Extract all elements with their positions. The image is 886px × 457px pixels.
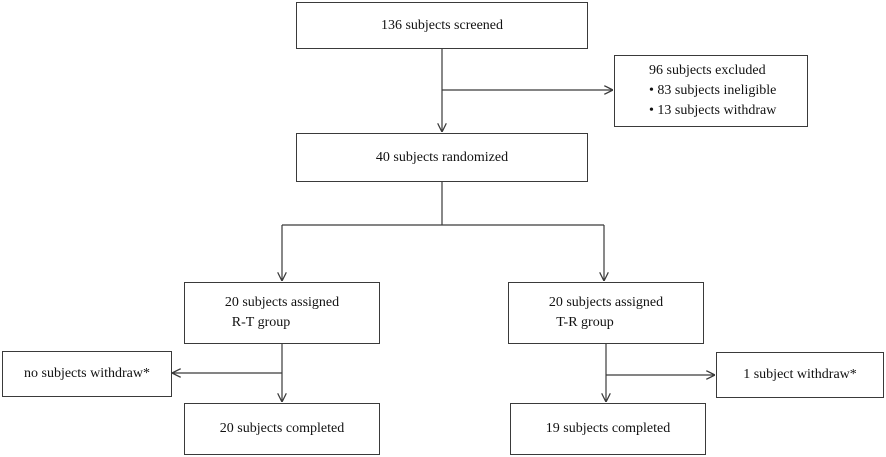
rt-group-line1: 20 subjects assigned — [224, 295, 340, 310]
screened-box: 136 subjects screened — [296, 2, 588, 49]
tr-group-box: 20 subjects assigned T-R group — [508, 282, 704, 344]
randomized-label: 40 subjects randomized — [375, 149, 509, 165]
screened-label: 136 subjects screened — [380, 17, 504, 33]
tr-completed-label: 19 subjects completed — [545, 421, 671, 436]
tr-completed-box: 19 subjects completed — [510, 403, 706, 455]
tr-group-line2: T-R group — [556, 315, 614, 330]
tr-withdraw-box: 1 subject withdraw* — [716, 352, 884, 398]
excluded-item-withdraw: 13 subjects withdraw — [649, 101, 776, 121]
rt-group-box: 20 subjects assigned R-T group — [184, 282, 380, 344]
excluded-item-ineligible: 83 subjects ineligible — [649, 81, 776, 101]
rt-completed-box: 20 subjects completed — [184, 403, 380, 455]
excluded-title: 96 subjects excluded — [649, 63, 766, 78]
tr-group-line1: 20 subjects assigned — [548, 295, 664, 310]
randomized-box: 40 subjects randomized — [296, 133, 588, 182]
rt-withdraw-box: no subjects withdraw* — [2, 351, 172, 397]
tr-withdraw-label: 1 subject withdraw* — [743, 367, 857, 382]
rt-group-line2: R-T group — [231, 315, 291, 330]
rt-completed-label: 20 subjects completed — [219, 421, 345, 436]
rt-withdraw-label: no subjects withdraw* — [24, 366, 150, 381]
excluded-box: 96 subjects excluded 83 subjects ineligi… — [614, 55, 808, 127]
